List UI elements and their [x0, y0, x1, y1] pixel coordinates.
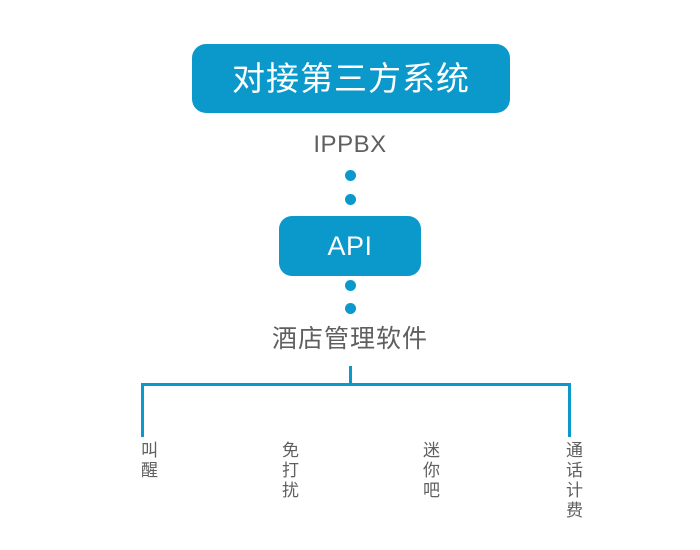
node-third-party-system-label: 对接第三方系统: [232, 60, 470, 97]
leaf-label-do-not-disturb[interactable]: 免打扰: [279, 441, 298, 501]
connector-stub-vertical: [349, 366, 352, 386]
connector-dot-lower-1: [345, 280, 356, 291]
connector-drop-left: [141, 383, 144, 437]
node-api-label: API: [327, 230, 373, 261]
connector-bracket-horizontal: [141, 383, 571, 386]
leaf-label-call-billing[interactable]: 通话计费: [563, 441, 582, 521]
leaf-label-wakeup[interactable]: 叫醒: [138, 441, 157, 481]
leaf-label-minibar[interactable]: 迷你吧: [420, 441, 439, 501]
connector-dot-upper-1: [345, 170, 356, 181]
connector-dot-upper-2: [345, 194, 356, 205]
caption-hotel-management-software: 酒店管理软件: [271, 325, 428, 353]
caption-ippbx: IPPBX: [313, 131, 387, 158]
connector-dot-lower-2: [345, 303, 356, 314]
connector-drop-right: [568, 383, 571, 437]
node-api[interactable]: API: [279, 216, 421, 276]
node-third-party-system[interactable]: 对接第三方系统: [192, 44, 510, 113]
